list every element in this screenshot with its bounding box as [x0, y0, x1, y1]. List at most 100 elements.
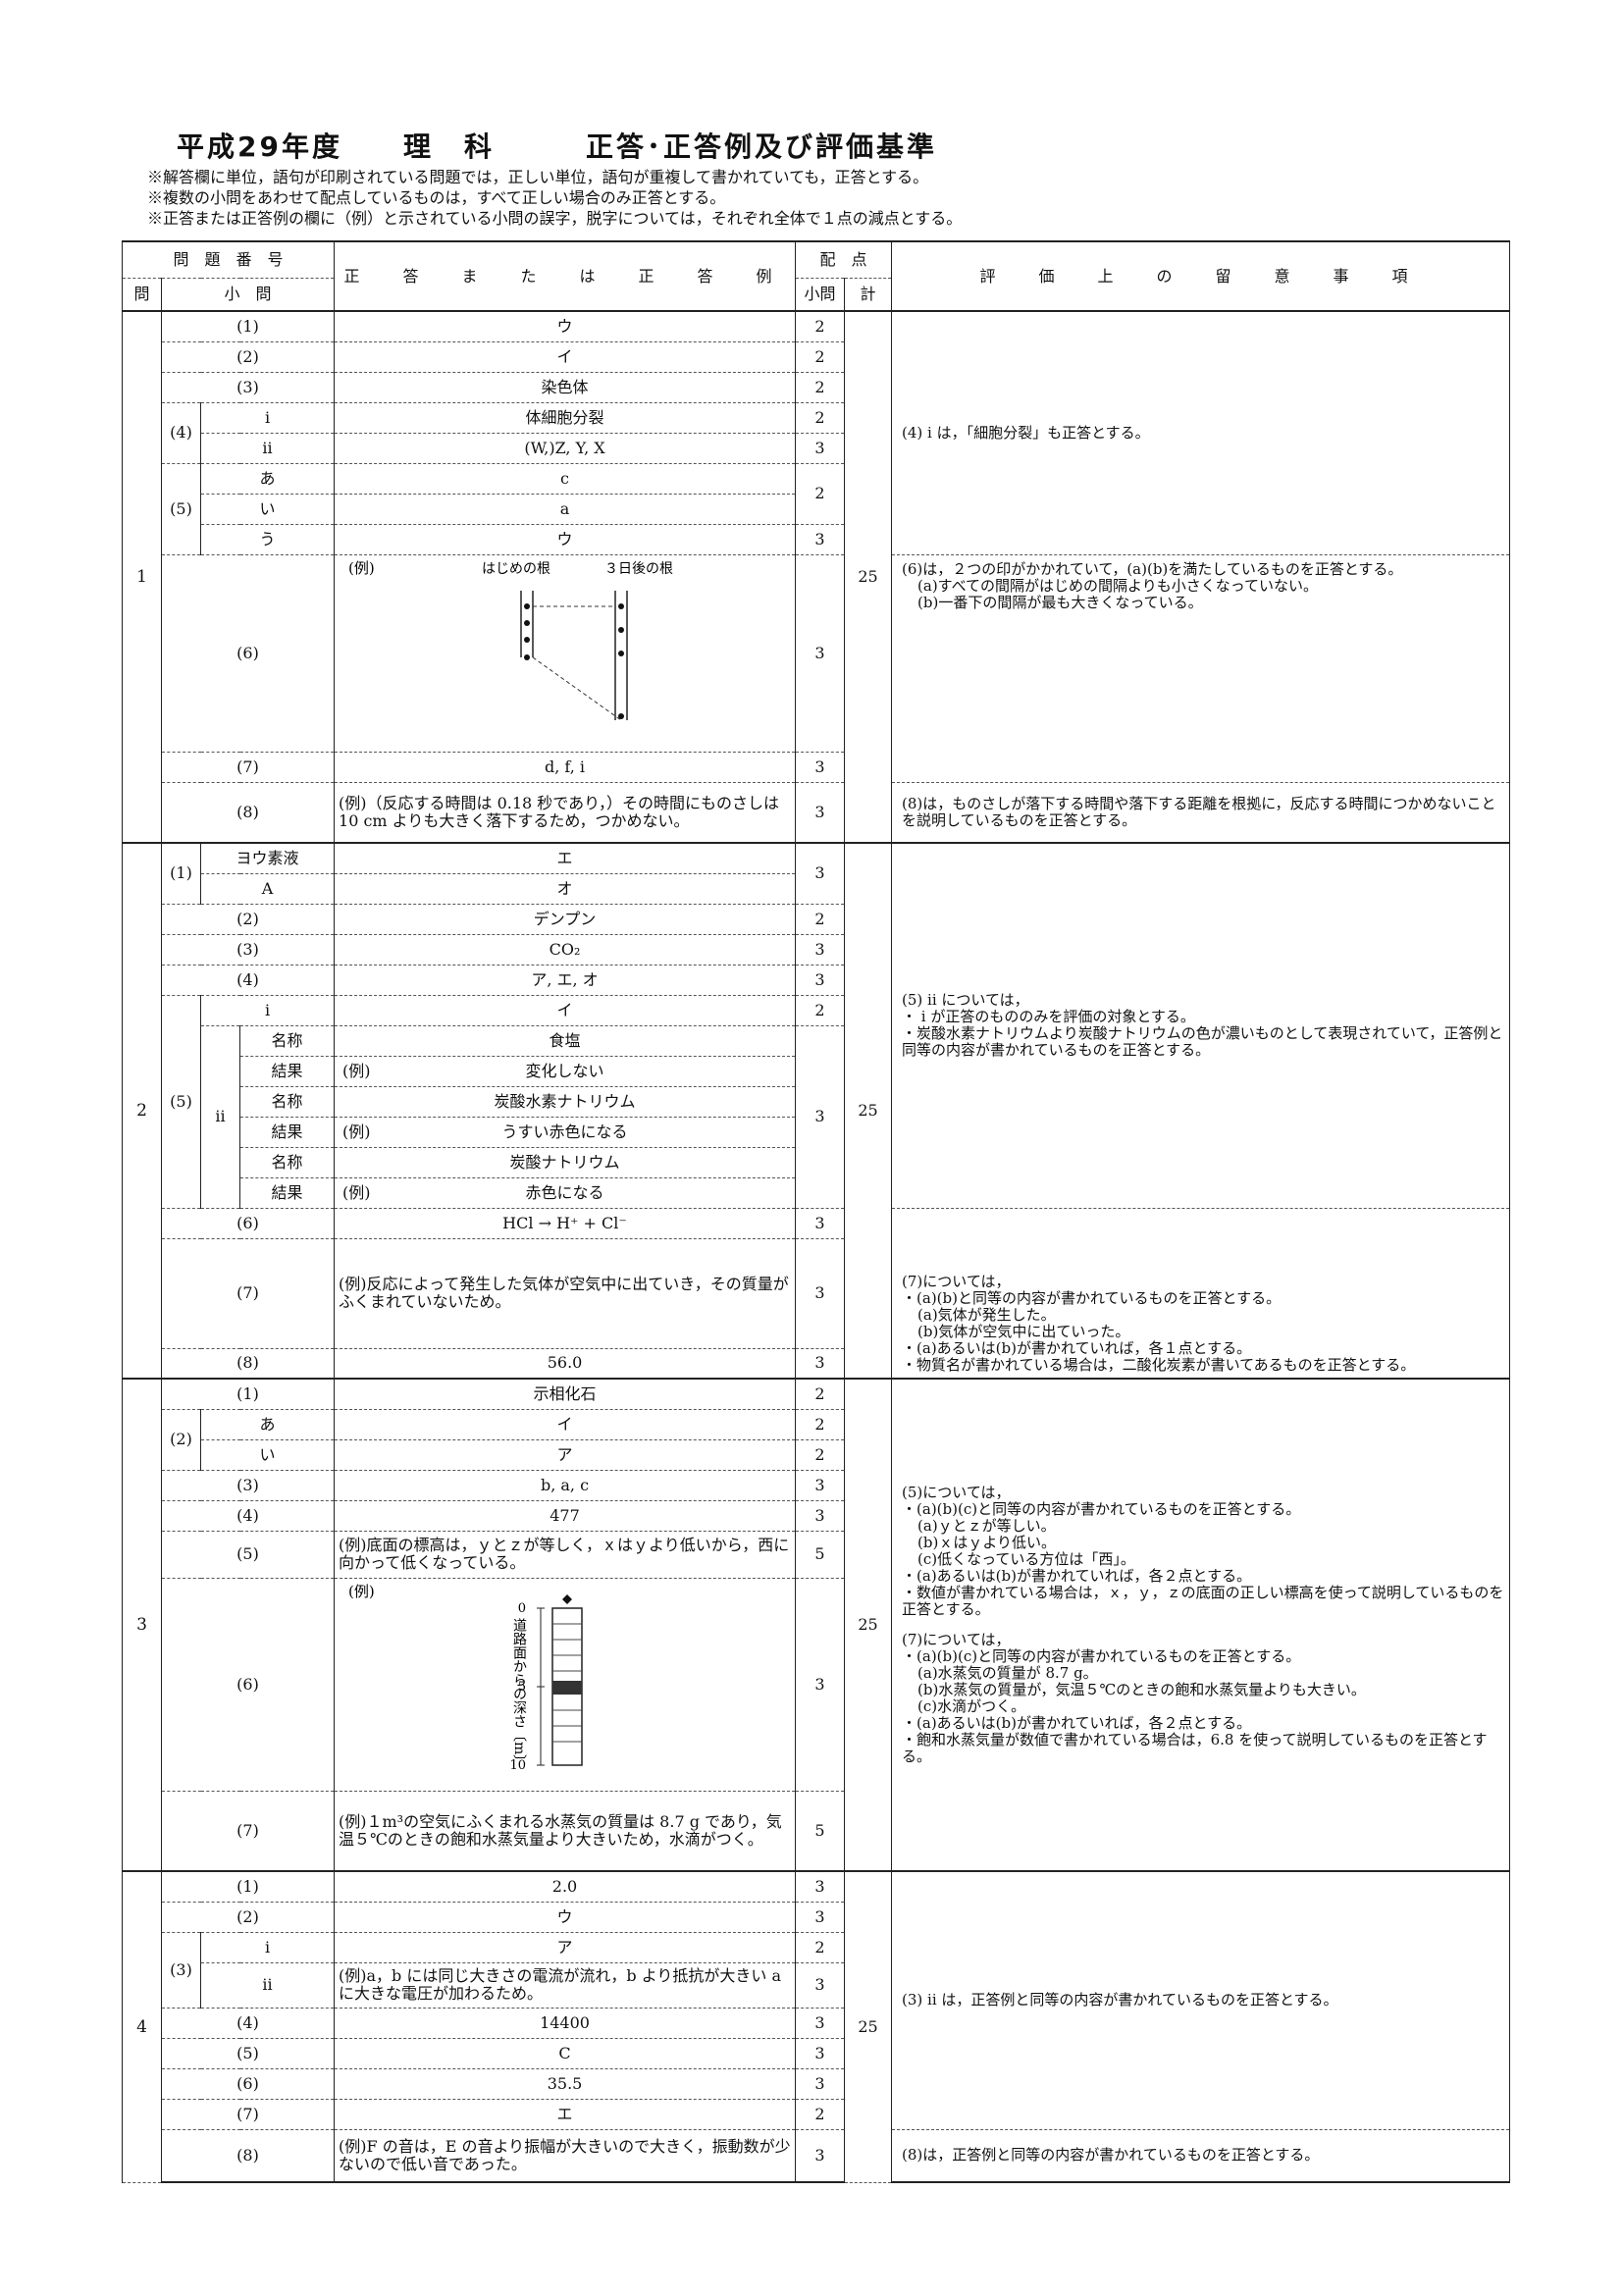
- remark-q4-8: (8)は，正答例と同等の内容が書かれているものを正答とする。: [891, 2128, 1511, 2183]
- table-row: 名称 炭酸ナトリウム: [123, 1146, 1510, 1178]
- remark-line: (a)気体が発生した。: [917, 1306, 1056, 1324]
- sub-question: (7): [160, 1790, 336, 1872]
- remark-line: ・(a)(b)と同等の内容が書かれているものを正答とする。: [902, 1289, 1282, 1307]
- points-cell: 2: [795, 310, 846, 342]
- sub-question: (1): [161, 842, 201, 905]
- remark-line: ・飽和水蒸気量が数値で書かれている場合は，6.8 を使って説明しているものを正答…: [902, 1731, 1488, 1765]
- sub-question: (4): [160, 2007, 336, 2039]
- sub-sub-question: う: [199, 523, 336, 555]
- table-row: 1 (1) ウ 2 25 (4) i は，「細胞分裂」も正答とする。: [122, 310, 1511, 844]
- points-cell: 5: [795, 1790, 846, 1872]
- question-number: 1: [122, 310, 162, 844]
- guide-line: [532, 656, 622, 720]
- sub-question: (2): [160, 1901, 336, 1933]
- sub-sub-question: i: [199, 1931, 336, 1963]
- points-cell: 3: [795, 2037, 846, 2069]
- sub-question: (5): [161, 994, 201, 1209]
- remark-line: (b)ｘはｙより低い。: [917, 1534, 1057, 1551]
- sub-question: (1): [160, 1378, 336, 1410]
- total-points: 25: [844, 1870, 893, 2183]
- points-cell: 3: [795, 1347, 846, 1380]
- example-label: (例): [342, 1182, 371, 1202]
- page-title: 平成29年度 理 科 正答･正答例及び評価基準: [177, 130, 937, 163]
- answer-cell: エ: [334, 2098, 797, 2130]
- total-points: 25: [844, 842, 893, 1380]
- item-label: 名称: [238, 1024, 336, 1057]
- sub-question: (2): [160, 903, 336, 935]
- sub-question: (4): [161, 401, 201, 464]
- remark-line: (b)水蒸気の質量が，気温５℃のときの飽和水蒸気量よりも大きい。: [917, 1681, 1366, 1698]
- answer-cell: 食塩: [334, 1024, 797, 1057]
- points-cell: 2: [795, 1931, 846, 1963]
- sub-sub-question: い: [199, 1438, 336, 1471]
- sub-sub-question: ii: [199, 1961, 336, 2009]
- remark-line: ・(a)あるいは(b)が書かれていれば，各１点とする。: [902, 1339, 1252, 1357]
- table-row: 名称 炭酸水素ナトリウム: [123, 1085, 1510, 1118]
- depth-axis-label: 道路面からの深さ〔m〕: [511, 1618, 527, 1768]
- remark-line: ・(a)(b)(c)と同等の内容が書かれているものを正答とする。: [902, 1647, 1301, 1665]
- sub-sub-question: i: [199, 994, 336, 1026]
- header-seito: 正 答 ま た は 正 答 例: [334, 240, 797, 312]
- sub-question: (8): [160, 781, 336, 844]
- remark-q3: (5)については， ・(a)(b)(c)と同等の内容が書かれているものを正答とす…: [891, 1378, 1511, 1872]
- note-3: ※正答または正答例の欄に（例）と示されている小問の誤字，脱字については，それぞれ…: [147, 209, 963, 228]
- answer-cell: イ: [334, 340, 797, 373]
- answer-cell: 14400: [334, 2007, 797, 2039]
- example-label: (例): [348, 1583, 375, 1600]
- points-cell: 3: [795, 781, 846, 844]
- answer-cell: (例)赤色になる: [334, 1176, 797, 1209]
- header-kei: 計: [844, 278, 893, 312]
- sub-question: (5): [160, 1530, 336, 1579]
- table-row: ii 名称 食塩 3: [123, 1024, 1510, 1209]
- remark-q1-6: (6)は，２つの印がかかれていて，(a)(b)を満たしているものを正答とする。 …: [891, 553, 1511, 783]
- mark-dot: [618, 712, 625, 719]
- table-row: (7) (例)反応によって発生した気体が空気中に出ていき，その質量がふくまれてい…: [123, 1237, 1510, 1349]
- remark-q2-7: (7)については， ・(a)(b)と同等の内容が書かれているものを正答とする。 …: [891, 1207, 1511, 1380]
- answer-cell: (例)うすい赤色になる: [334, 1116, 797, 1148]
- total-points: 25: [844, 310, 893, 844]
- table-row: (4) i 体細胞分裂 2: [123, 401, 1510, 464]
- points-cell: 3: [795, 1870, 846, 1903]
- item-label: 名称: [238, 1146, 336, 1178]
- sub-question: (3): [160, 1469, 336, 1501]
- answer-cell: 2.0: [334, 1870, 797, 1903]
- answer-cell: a: [334, 493, 797, 525]
- sub-question: (7): [160, 1237, 336, 1349]
- total-points: 25: [844, 1378, 893, 1872]
- table-row: (2) あ イ 2: [123, 1408, 1510, 1471]
- strata-column-figure: (例) 道路面からの深さ〔m〕 0 5 10: [348, 1583, 583, 1773]
- sub-sub-question: A: [199, 872, 336, 905]
- sub-question: (7): [160, 751, 336, 783]
- answer-cell: ウ: [334, 523, 797, 555]
- answer-cell: 示相化石: [334, 1378, 797, 1410]
- remark-line: (5)については，: [902, 1484, 1011, 1501]
- points-cell: 5: [795, 1530, 846, 1579]
- remark-line: (b)一番下の間隔が最も大きくなっている。: [917, 593, 1203, 611]
- sub-sub-question: ii: [200, 1024, 240, 1209]
- mark-dot: [618, 602, 625, 609]
- remark-q2-5: (5) ii については， ・ i が正答のもののみを評価の対象とする。 ・炭酸…: [891, 842, 1511, 1209]
- header-shomon-pt: 小問: [795, 278, 846, 312]
- header-row-2: 問 小 問 小問 計: [122, 278, 1510, 312]
- header-row-1: 問 題 番 号 正 答 ま た は 正 答 例 配 点 評 価 上 の 留 意 …: [121, 240, 1511, 312]
- answer-cell: 炭酸水素ナトリウム: [334, 1085, 797, 1118]
- remark-line: ・炭酸水素ナトリウムより炭酸ナトリウムの色が濃いものとして表現されていて，正答例…: [902, 1024, 1503, 1060]
- remark-line: (a)ｙとｚが等しい。: [917, 1517, 1056, 1535]
- answer-cell: (例)底面の標高は，ｙとｚが等しく，ｘはｙより低いから，西に向かって低くなってい…: [334, 1530, 797, 1579]
- question-number: 2: [122, 842, 162, 1380]
- remark-line: (7)については，: [902, 1631, 1011, 1648]
- table-row: 結果 (例)うすい赤色になる: [123, 1116, 1510, 1148]
- table-row: (5) あ c 2: [123, 462, 1510, 555]
- points-cell: 3: [795, 523, 846, 555]
- sub-sub-question: あ: [199, 462, 336, 495]
- answer-cell: オ: [334, 872, 797, 905]
- table-row: ii (例)a，b には同じ大きさの電流が流れ，b より抵抗が大きい a に大き…: [123, 1961, 1510, 2009]
- sub-question: (6): [160, 2067, 336, 2100]
- points-cell: 2: [795, 903, 846, 935]
- points-cell: 3: [795, 1207, 846, 1239]
- note-1: ※解答欄に単位，語句が印刷されている問題では，正しい単位，語句が重複して書かれて…: [147, 168, 929, 186]
- label-start-root: はじめの根: [482, 561, 550, 577]
- points-cell: 3: [795, 2128, 846, 2183]
- points-cell: 2: [795, 1408, 846, 1440]
- remark-q1-8: (8)は，ものさしが落下する時間や落下する距離を根拠に，反応する時間につかめない…: [891, 781, 1511, 844]
